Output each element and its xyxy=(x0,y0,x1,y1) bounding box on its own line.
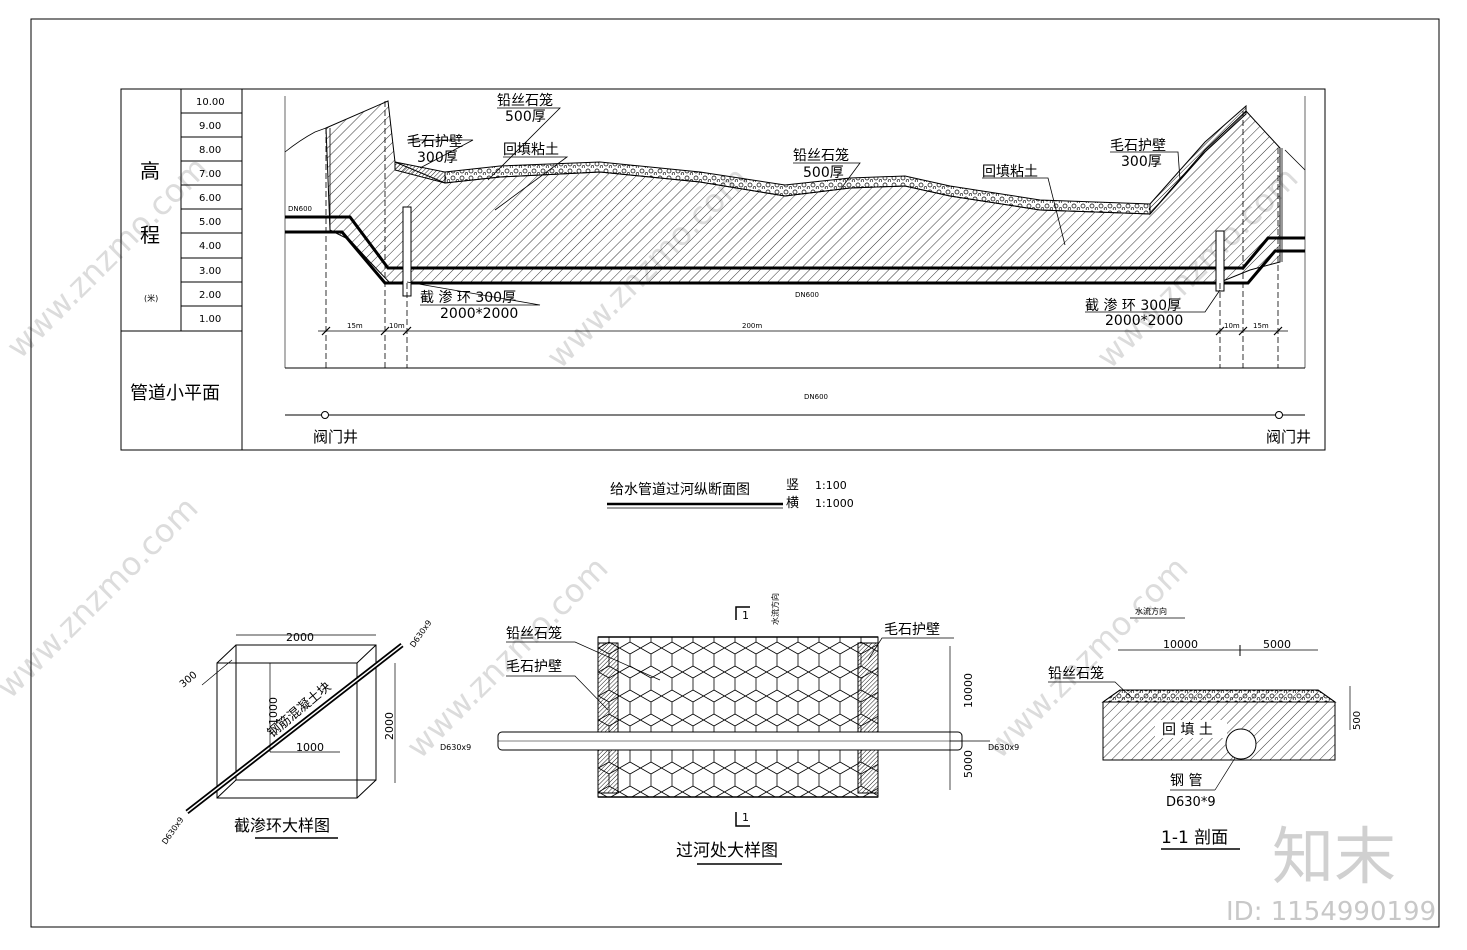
scale-label: 横 xyxy=(786,496,799,511)
pipe-label: D630x9 xyxy=(988,743,1019,752)
elevation-tick: 7.00 xyxy=(199,169,221,180)
callout: 铅丝石笼 xyxy=(793,147,849,164)
steel-pipe-icon xyxy=(1225,728,1257,760)
callout: 2000*2000 xyxy=(1105,313,1183,329)
flow-label: 水流方向 xyxy=(1135,606,1167,616)
valve-label: 阀门井 xyxy=(1266,428,1311,446)
flow-label: 水流方向 xyxy=(770,593,780,625)
callout: 截 渗 环 300厚 xyxy=(420,290,516,306)
dim-label: 300 xyxy=(178,670,200,691)
pipe-label: D630x9 xyxy=(440,743,471,752)
section-mark: 1 xyxy=(742,609,749,622)
dim-label: 200m xyxy=(742,322,762,330)
elevation-tick: 1.00 xyxy=(199,314,221,325)
brand-logo: 知末 xyxy=(1272,820,1396,893)
elevation-label: 程 xyxy=(140,223,160,247)
valve-well-icon xyxy=(321,411,329,419)
dim-label: 500 xyxy=(1352,711,1363,730)
valve-label: 阀门井 xyxy=(313,428,358,446)
callout: 500厚 xyxy=(505,109,546,125)
dim-label: 10m xyxy=(389,322,405,330)
seep-ring-right xyxy=(1215,230,1225,292)
rubble-wall-right xyxy=(857,642,879,794)
callout: 毛石护壁 xyxy=(506,659,562,675)
elevation-tick: 2.00 xyxy=(199,290,221,301)
callout: 钢 管 xyxy=(1170,773,1202,789)
section-mark: 1 xyxy=(742,811,749,824)
scale-label: 竖 xyxy=(786,478,799,493)
main-title: 给水管道过河纵断面图 xyxy=(610,482,750,498)
dim-label: 2000 xyxy=(286,631,314,644)
callout: 截 渗 环 300厚 xyxy=(1085,298,1181,314)
pipe-label: D630x9 xyxy=(408,618,433,649)
dim-label: 15m xyxy=(347,322,363,330)
dim-label: 5000 xyxy=(1263,638,1291,651)
dim-label: 10000 xyxy=(962,673,975,708)
callout: 毛石护壁 xyxy=(407,134,463,150)
crossing-detail: 铅丝石笼 毛石护壁 毛石护壁 水流方向 1 1 D630x9 D630x9 10… xyxy=(440,593,1019,865)
gabion-layer xyxy=(1101,689,1337,703)
elevation-unit: (米) xyxy=(144,293,158,303)
callout: D630*9 xyxy=(1166,795,1216,810)
seep-ring-detail: 2000 300 1000 1000 2000 钢筋混凝土块 D630x9 D6… xyxy=(160,618,433,846)
elevation-tick: 6.00 xyxy=(199,193,221,204)
rubble-wall-right xyxy=(1149,104,1247,216)
callout: 铅丝石笼 xyxy=(1048,665,1104,682)
dim-label: 1000 xyxy=(296,741,324,754)
pipe-label: DN600 xyxy=(804,393,828,401)
rubble-wall-left xyxy=(394,161,446,184)
section-1-1-detail: 水流方向 10000 5000 回 填 土 铅丝石笼 钢 管 D630*9 50… xyxy=(1048,606,1363,850)
elevation-tick: 10.00 xyxy=(196,97,225,108)
elevation-tick: 9.00 xyxy=(199,121,221,132)
dim-label: 2000 xyxy=(383,712,396,740)
plan-label: 管道小平面 xyxy=(130,383,220,404)
elevation-tick: 3.00 xyxy=(199,266,221,277)
scale-value: 1:1000 xyxy=(815,497,854,510)
profile-frame xyxy=(120,88,1326,451)
callout: 500厚 xyxy=(803,165,844,181)
drawing-id: ID: 1154990199 xyxy=(1226,897,1436,927)
callout: 铅丝石笼 xyxy=(497,92,553,109)
callout: 300厚 xyxy=(417,150,458,166)
dim-label: 10000 xyxy=(1163,638,1198,651)
scale-value: 1:100 xyxy=(815,479,847,492)
callout: 回填粘土 xyxy=(982,164,1038,180)
pipe-top-line xyxy=(285,215,1305,270)
pipe-label: DN600 xyxy=(288,205,312,213)
profile-section: 10.00 9.00 8.00 7.00 6.00 5.00 4.00 3.00… xyxy=(120,88,1326,451)
dim-label: 15m xyxy=(1253,322,1269,330)
callout: 毛石护壁 xyxy=(884,622,940,638)
elevation-tick: 5.00 xyxy=(199,217,221,228)
pipe-bottom-line xyxy=(285,230,1305,285)
callout: 300厚 xyxy=(1121,154,1162,170)
detail-title: 截渗环大样图 xyxy=(234,816,330,835)
elevation-ticks: 10.00 9.00 8.00 7.00 6.00 5.00 4.00 3.00… xyxy=(181,97,242,325)
dim-label: 1000 xyxy=(267,697,280,725)
dim-label: 5000 xyxy=(962,750,975,778)
detail-title: 过河处大样图 xyxy=(676,841,778,861)
pipe-label: DN600 xyxy=(795,291,819,299)
dim-label: 10m xyxy=(1224,322,1240,330)
main-title-block: 给水管道过河纵断面图 竖 1:100 横 1:1000 xyxy=(607,478,854,511)
valve-well-icon xyxy=(1275,411,1283,419)
elevation-tick: 4.00 xyxy=(199,241,221,252)
callout: 回填粘土 xyxy=(503,142,559,158)
elevation-tick: 8.00 xyxy=(199,145,221,156)
rubble-wall-left xyxy=(597,642,619,794)
elevation-label: 高 xyxy=(140,159,160,183)
callout: 回 填 土 xyxy=(1162,722,1213,738)
watermark-text: www.znzmo.com xyxy=(0,149,215,366)
gabion-area xyxy=(597,636,879,798)
detail-title: 1-1 剖面 xyxy=(1161,828,1228,848)
pipe-label: D630x9 xyxy=(160,815,185,846)
callout: 铅丝石笼 xyxy=(506,625,562,642)
sheet-frame xyxy=(30,18,1440,928)
callout: 毛石护壁 xyxy=(1110,138,1166,154)
callout: 2000*2000 xyxy=(440,306,518,322)
